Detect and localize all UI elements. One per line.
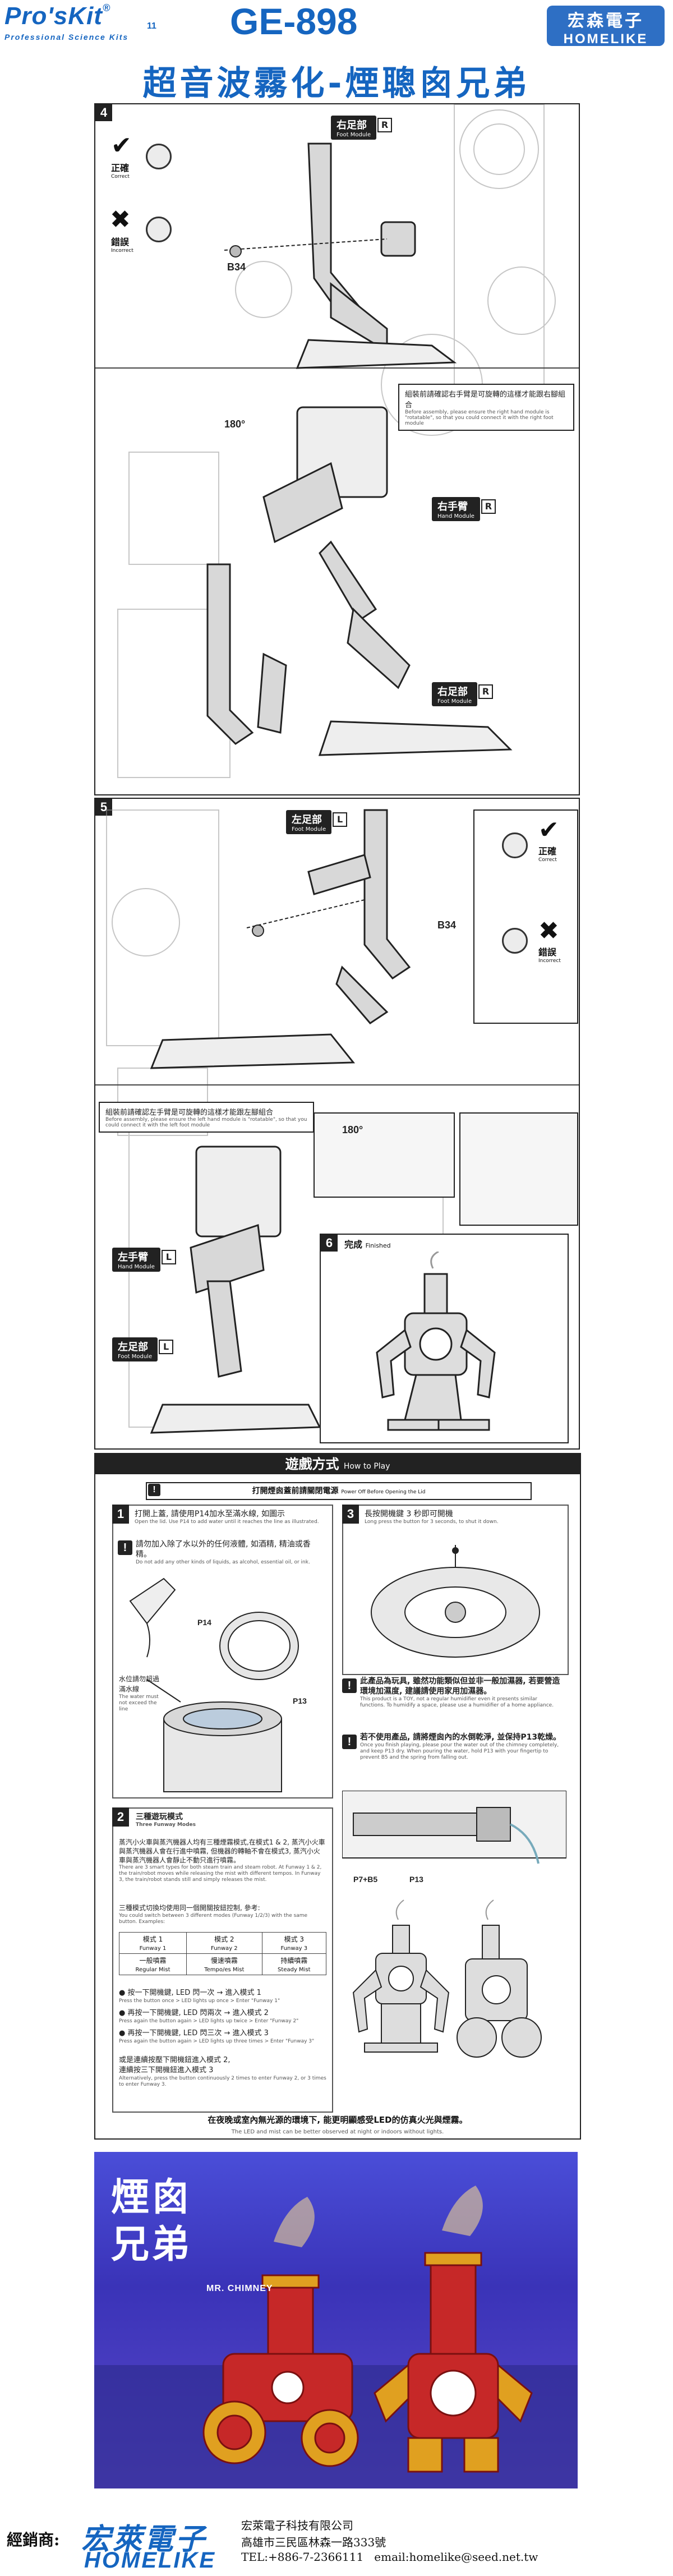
distributor-label: 經銷商: [7, 2531, 60, 2549]
box-number: 1 [112, 1505, 129, 1524]
company-contact: TEL:+886-7-2366111 email:homelike@seed.n… [241, 2550, 538, 2564]
step-5-illustration [95, 809, 579, 1434]
incorrect-screw-image [502, 928, 528, 954]
how-to-play-section: 遊戲方式 How to Play ! 打開煙囪蓋前請關閉電源 Power Off… [94, 1453, 581, 2140]
page-header: Pro'sKit® 11 Professional Science Kits G… [0, 0, 673, 103]
correct-check-icon: ✔ [538, 816, 559, 844]
incorrect-x-icon: ✖ [110, 205, 131, 234]
incorrect-screw-image [146, 217, 172, 242]
brand-cn: 宏森電子 [568, 11, 644, 31]
rotation-label: 180° [224, 418, 246, 430]
power-button-illustration [371, 1545, 540, 1658]
correct-check-icon: ✔ [111, 131, 132, 160]
parts-label-2: P13 [409, 1875, 423, 1884]
parts-label-1: P7+B5 [353, 1875, 378, 1884]
p13-label: P13 [293, 1696, 307, 1705]
homelike-logo-cn: 宏萊電子 [81, 2523, 208, 2556]
correct-screw-image [502, 832, 528, 858]
banner-title: 煙囪兄弟 [111, 2175, 192, 2267]
screw-label: B34 [227, 261, 246, 273]
how-to-play-header: 遊戲方式 How to Play [95, 1454, 580, 1474]
box-number: 3 [342, 1505, 359, 1524]
night-note: 在夜晚或室內無光源的環境下, 能更明顯感受LED的仿真火光與煙霧。The LED… [208, 2115, 468, 2135]
rotation-label: 180° [342, 1124, 363, 1135]
warning-icon: ! [342, 1678, 357, 1693]
step-4-illustration [95, 104, 579, 778]
liquid-warning: 請勿加入除了水以外的任何液體, 如酒精, 精油或香精。Do not add an… [136, 1540, 311, 1565]
distributor-footer: 經銷商: 宏萊電子 HOMELIKE 宏萊電子科技有限公司 高雄市三民區林森一路… [0, 2508, 673, 2576]
model-number: GE-898 [230, 1, 358, 42]
logo-number: 11 [147, 21, 156, 31]
add-water-illustration [129, 1577, 299, 1792]
logo-subtitle: Professional Science Kits [4, 33, 129, 42]
proskit-logo: Pro'sKit® [4, 2, 111, 30]
company-address: 高雄市三民區林森一路333號 [241, 2536, 386, 2549]
correct-screw-image [146, 144, 172, 169]
banner-art [94, 2186, 578, 2488]
warning-icon: ! [148, 1484, 160, 1496]
step-number: 4 [95, 104, 112, 121]
incorrect-x-icon: ✖ [538, 917, 559, 945]
step-number: 6 [321, 1235, 338, 1252]
switch-text: 三種模式切換均使用同一個開關按鈕控制, 參考:You could switch … [119, 1904, 308, 1925]
dry-warning: 若不使用產品, 請將煙囪內的水倒乾淨, 並保持P13乾燥。Once you fi… [360, 1733, 561, 1760]
pour-water-illustration [342, 1791, 566, 1864]
brand-en: HOMELIKE [563, 31, 648, 47]
step-6-panel: 6 完成 Finished [320, 1234, 569, 1443]
page-title: 超音波霧化-煙聰囪兄弟 [142, 64, 531, 103]
power-off-warning: ! 打開煙囪蓋前請關閉電源 Power Off Before Opening t… [146, 1482, 532, 1500]
finished-robot-icon [376, 1252, 496, 1431]
homelike-logo-en: HOMELIKE [84, 2548, 216, 2573]
company-name: 宏萊電子科技有限公司 [241, 2519, 353, 2532]
p14-label: P14 [197, 1618, 211, 1627]
warning-icon: ! [118, 1540, 132, 1555]
robot-train-illustration [352, 1899, 542, 2058]
screw-label: B34 [437, 919, 457, 931]
homelike-badge: 宏森電子 HOMELIKE [547, 6, 665, 47]
product-banner: 煙囪兄弟 MR. CHIMNEY [94, 2152, 578, 2488]
modes-description: 蒸汽小火車與蒸汽機器人均有三種煙霧模式,在模式1 & 2, 蒸汽小火車與蒸汽機器… [119, 1838, 325, 1883]
warning-icon: ! [342, 1735, 357, 1749]
banner-subtitle: MR. CHIMNEY [206, 2284, 273, 2293]
finished-label: 完成 Finished [344, 1239, 391, 1250]
box-number: 2 [112, 1807, 129, 1827]
toy-warning: 此產品為玩具, 雖然功能類似但並非一般加濕器, 若要營造環境加濕度, 建議請使用… [360, 1677, 560, 1708]
step-number: 5 [95, 799, 112, 816]
